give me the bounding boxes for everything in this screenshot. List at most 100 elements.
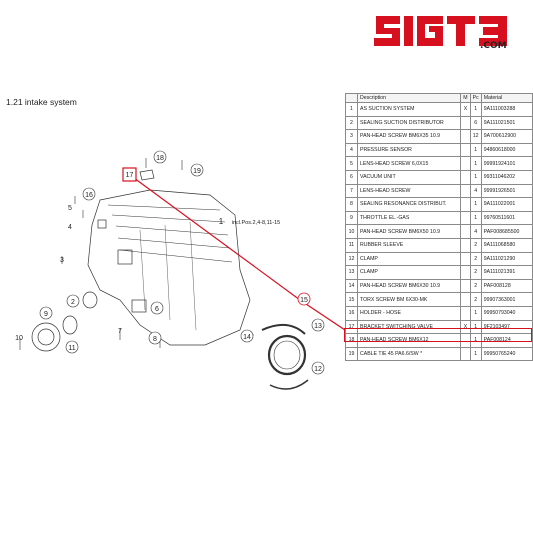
cell-description: LENS-HEAD SCREW 6,0X15 (356, 156, 462, 171)
cell-qty: 2 (469, 278, 482, 294)
cell-qty: 4 (469, 183, 482, 199)
callout-10: 10 (15, 335, 23, 342)
callout-8: 8 (148, 331, 162, 345)
exploded-diagram: 1 incl.Pos.2,4-8,11-15 2 3 4 5 6 7 8 9 1… (15, 150, 345, 390)
highlight-row-17 (344, 328, 532, 342)
cell-mark (460, 210, 471, 226)
callout-18: 18 (153, 150, 167, 164)
cell-mark (460, 129, 471, 144)
cell-material: 99991926501 (480, 183, 533, 199)
callout-4: 4 (68, 224, 72, 231)
cell-pos: 1 (345, 102, 358, 117)
cell-pos: 14 (345, 278, 358, 294)
cell-pos: 7 (345, 183, 358, 199)
cell-mark (460, 251, 471, 267)
cell-qty: 2 (469, 237, 482, 253)
cell-qty: 2 (469, 292, 482, 307)
callout-14: 14 (240, 329, 254, 343)
cell-qty: 6 (469, 115, 482, 131)
cell-description: CABLE TIE 45 PA6.6/SW * (356, 346, 462, 362)
callout-12: 12 (311, 361, 325, 375)
svg-text:13: 13 (314, 323, 322, 330)
cell-pos: 4 (345, 142, 358, 158)
callout-3: 3 (60, 257, 64, 264)
cell-pos: 8 (345, 197, 358, 212)
cell-mark (460, 115, 471, 131)
cell-description: PAN-HEAD SCREW BM6X30 10.9 (356, 278, 462, 294)
brand-logo[interactable] (372, 10, 522, 58)
cell-qty: 4 (469, 224, 482, 239)
cell-qty: 1 (469, 169, 482, 185)
cell-material: 99991924101 (480, 156, 533, 171)
cell-description: AS SUCTION SYSTEM (356, 102, 462, 117)
cell-mark: X (460, 102, 471, 117)
cell-description: CLAMP (356, 251, 462, 267)
section-title: 1.21 intake system (6, 97, 77, 107)
cell-material: 9A111021290 (480, 251, 533, 267)
callout-13: 13 (311, 318, 325, 332)
cell-description: PRESSURE SENSOR (356, 142, 462, 158)
svg-text:6: 6 (155, 306, 159, 313)
svg-text:18: 18 (156, 155, 164, 162)
cell-pos: 6 (345, 169, 358, 185)
cell-qty: 2 (469, 251, 482, 267)
cell-material: 9A700612900 (480, 129, 533, 144)
svg-text:14: 14 (243, 334, 251, 341)
cell-material: 99760511601 (480, 210, 533, 226)
cell-qty: 12 (469, 129, 482, 144)
cell-material: 99950765240 (480, 346, 533, 362)
callout-6: 6 (150, 301, 164, 315)
cell-mark (460, 169, 471, 185)
svg-text:4: 4 (68, 224, 72, 231)
cell-mark (460, 346, 471, 362)
callout-11: 11 (65, 340, 79, 354)
cell-mark (460, 142, 471, 158)
brand-url[interactable]: .COM (480, 41, 507, 51)
cell-description: VACUUM UNIT (356, 169, 462, 185)
svg-text:8: 8 (153, 336, 157, 343)
cell-description: SEALING RESONANCE DISTRIBUT. (356, 197, 462, 212)
cell-material: 9A111003288 (480, 102, 533, 117)
svg-text:12: 12 (314, 366, 322, 373)
cell-material: 99907363001 (480, 292, 533, 307)
bracket-switching-valve (139, 169, 155, 181)
cell-pos: 19 (345, 346, 358, 362)
cell-material: 9A111021391 (480, 265, 533, 280)
cell-material: 99950793040 (480, 305, 533, 321)
cell-mark (460, 183, 471, 199)
cell-material: 99311046202 (480, 169, 533, 185)
cell-mark (460, 197, 471, 212)
cell-pos: 11 (345, 237, 358, 253)
cell-qty: 1 (469, 210, 482, 226)
cell-pos: 5 (345, 156, 358, 171)
cell-qty: 1 (469, 142, 482, 158)
col-pos (345, 93, 358, 103)
cell-description: CLAMP (356, 265, 462, 280)
cell-material: PAF008128 (480, 278, 533, 294)
cell-qty: 1 (469, 346, 482, 362)
cell-description: BRACKET SWITCHING VALVE (356, 319, 462, 335)
cell-mark (460, 292, 471, 307)
svg-text:9: 9 (44, 311, 48, 318)
col-description: Description (356, 93, 462, 103)
